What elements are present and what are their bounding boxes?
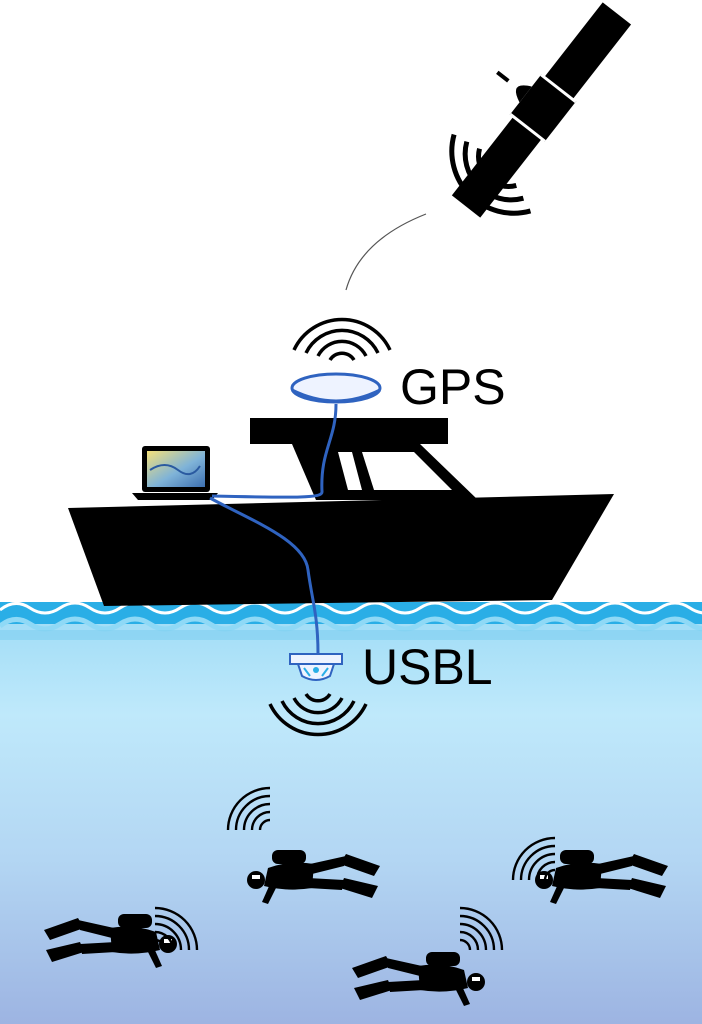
satellite-signal-icon: [449, 133, 532, 216]
gps-label: GPS: [400, 359, 506, 415]
gps-signal-icon: [292, 317, 392, 362]
usbl-label: USBL: [362, 639, 493, 695]
cables: [209, 403, 338, 655]
laptop-icon: [132, 446, 218, 500]
gps-antenna-icon: [290, 372, 382, 404]
usbl-transceiver-icon: [289, 653, 343, 681]
boat-icon: [68, 418, 614, 606]
water: [0, 601, 702, 1024]
satellite-icon: [451, 2, 632, 218]
satellite-link-line: [345, 213, 427, 291]
